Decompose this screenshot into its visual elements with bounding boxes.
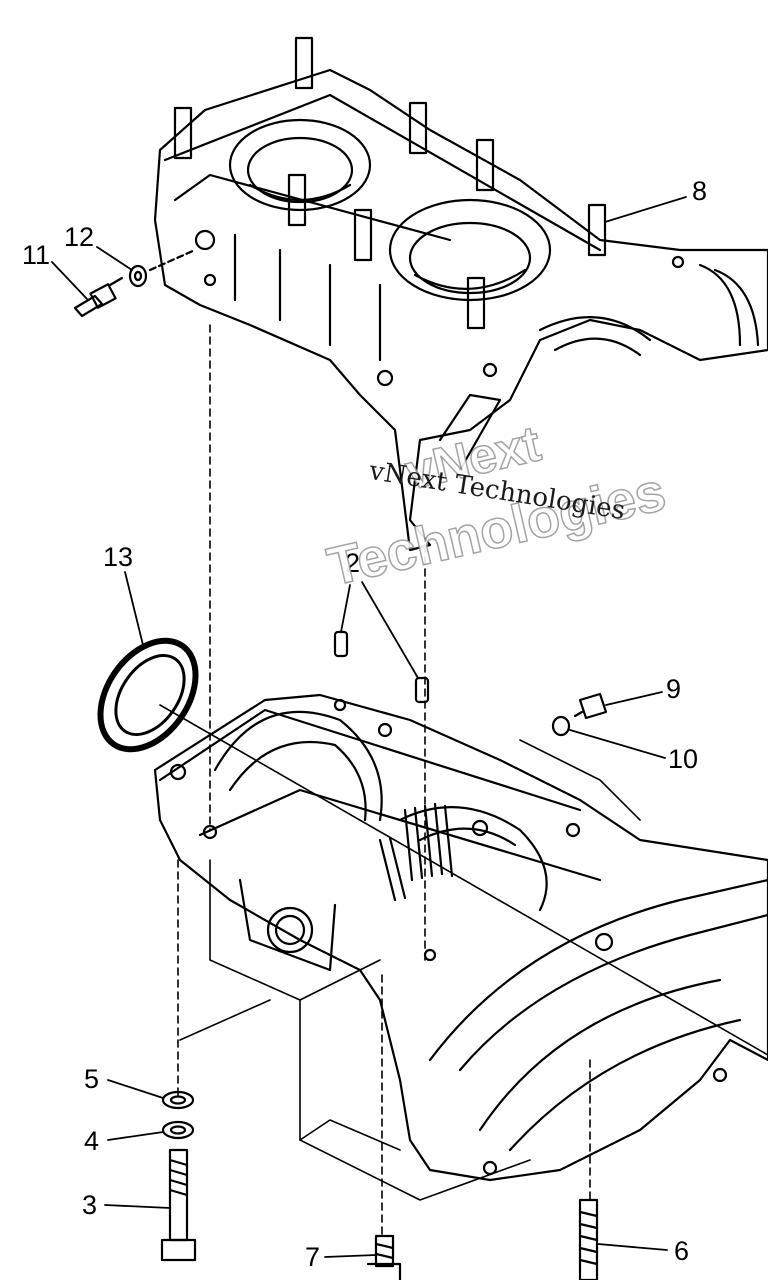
part-2-dowels [333, 630, 430, 704]
callout-4: 4 [84, 1126, 100, 1156]
part-3-bolt [160, 1148, 197, 1262]
callout-5: 5 [84, 1064, 100, 1094]
callout-9: 9 [666, 674, 682, 704]
part-11-fitting [73, 276, 124, 318]
leader-lines [51, 196, 687, 1258]
part-4-washer [161, 1120, 195, 1140]
part-12-washer [128, 264, 148, 288]
part-13-seal [97, 637, 199, 753]
upper-crankcase [153, 36, 768, 552]
callout-10: 10 [668, 744, 699, 774]
callout-8: 8 [692, 176, 708, 206]
callout-13: 13 [103, 542, 134, 572]
callout-11: 11 [22, 240, 51, 270]
callout-6: 6 [674, 1236, 690, 1266]
alignment-lines [159, 324, 768, 1237]
assembly-guide-box [179, 739, 641, 1201]
part-7-bolt [366, 1234, 402, 1280]
part-10-washer [551, 715, 571, 737]
callout-12: 12 [64, 222, 95, 252]
part-9-bolt [573, 692, 608, 720]
part-6-stud [578, 1198, 599, 1280]
callout-3: 3 [82, 1190, 98, 1220]
callout-7: 7 [305, 1242, 321, 1272]
callout-2: 2 [345, 548, 361, 578]
